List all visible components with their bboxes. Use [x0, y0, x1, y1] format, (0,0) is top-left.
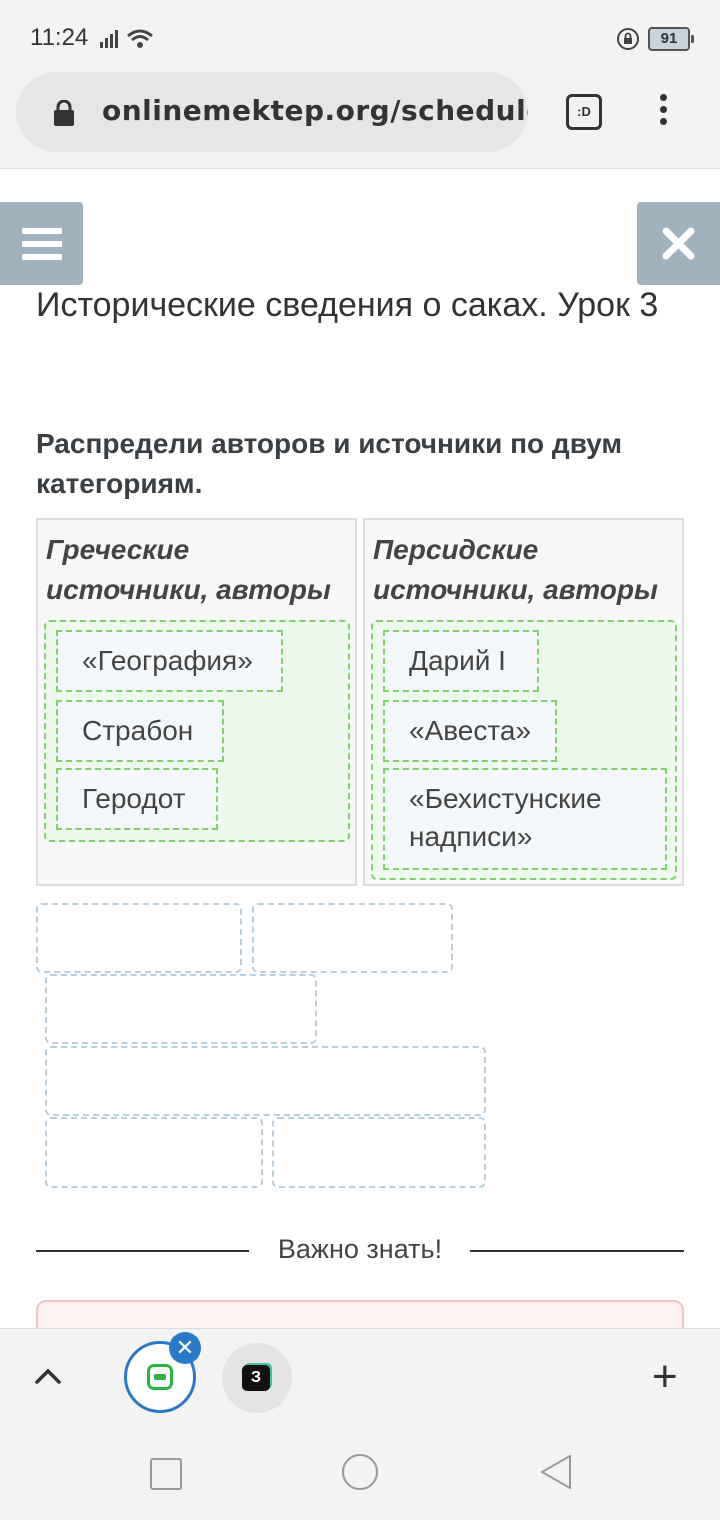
address-bar[interactable]: onlinemektep.org/schedule: [16, 72, 528, 152]
lesson-title: Исторические сведения о саках. Урок 3: [36, 286, 659, 324]
tab-strip: ✕ З +: [0, 1328, 720, 1425]
draggable-item[interactable]: «Бехистунские надписи»: [383, 768, 667, 870]
grammarly-icon: [147, 1364, 173, 1390]
important-label: Важно знать!: [277, 1234, 443, 1264]
add-tab-button[interactable]: +: [652, 1352, 678, 1401]
recents-button[interactable]: [150, 1458, 182, 1490]
task-instruction: Распредели авторов и источники по двум к…: [36, 428, 623, 499]
menu-button[interactable]: [0, 202, 83, 285]
divider-right: [470, 1250, 684, 1252]
draggable-item[interactable]: «География»: [56, 630, 283, 692]
empty-slot[interactable]: [272, 1117, 486, 1188]
empty-slot[interactable]: [45, 1117, 263, 1188]
close-tab-icon[interactable]: ✕: [169, 1332, 201, 1364]
category-persian: Персидские источники, авторы Дарий I «Ав…: [363, 518, 684, 886]
tab-second[interactable]: З: [222, 1343, 292, 1413]
empty-slot[interactable]: [45, 974, 317, 1044]
empty-slot[interactable]: [252, 903, 453, 973]
empty-slot[interactable]: [45, 1046, 486, 1116]
divider-left: [36, 1250, 249, 1252]
signal-wifi-icon: [100, 29, 153, 48]
draggable-item[interactable]: Страбон: [56, 700, 224, 762]
category-title: Греческие источники, авторы: [46, 534, 331, 605]
home-button[interactable]: [342, 1454, 378, 1490]
rotation-lock-icon: [617, 28, 639, 50]
draggable-item[interactable]: Дарий I: [383, 630, 539, 692]
draggable-item[interactable]: Геродот: [56, 768, 218, 830]
draggable-item[interactable]: «Авеста»: [383, 700, 557, 762]
chevron-up-icon[interactable]: [34, 1367, 62, 1385]
close-button[interactable]: [637, 202, 720, 285]
close-icon: [662, 227, 695, 260]
back-icon[interactable]: [540, 1454, 572, 1490]
app-icon: З: [242, 1365, 270, 1391]
status-bar: 11:24 91: [0, 0, 720, 72]
tab-grammarly[interactable]: ✕: [124, 1332, 201, 1413]
tab-switcher-button[interactable]: :D: [566, 94, 602, 130]
padlock-icon: [54, 100, 74, 126]
status-time: 11:24: [30, 24, 89, 51]
category-title: Персидские источники, авторы: [373, 534, 658, 605]
system-nav-bar: [0, 1424, 720, 1520]
category-greek: Греческие источники, авторы «География» …: [36, 518, 357, 886]
url-text: onlinemektep.org/schedule: [102, 94, 528, 127]
battery-icon: 91: [648, 27, 694, 51]
empty-slot[interactable]: [36, 903, 242, 973]
more-menu-icon[interactable]: [656, 94, 670, 130]
browser-toolbar: onlinemektep.org/schedule :D: [0, 72, 720, 169]
